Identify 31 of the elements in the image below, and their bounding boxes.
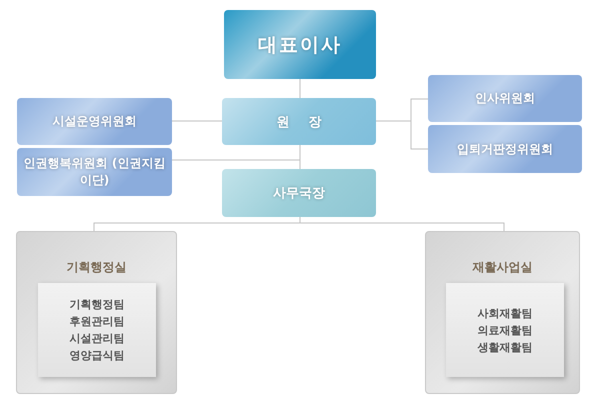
connector-line (172, 144, 300, 160)
team-name: 영양급식팀 (70, 348, 124, 364)
office-box (222, 169, 376, 217)
committee-box (17, 148, 172, 196)
connector-line (300, 216, 504, 232)
committee-name: 입퇴거판정위원회 (456, 140, 554, 158)
director-title: 대표이사 (258, 32, 342, 58)
team-list-card (38, 283, 156, 377)
team-name: 사회재활팀 (478, 306, 532, 322)
department-panel (425, 231, 580, 394)
team-name: 기획행정팀 (70, 297, 124, 313)
department-title: 재활사업실 (472, 259, 532, 276)
head-box (222, 98, 376, 145)
office-title: 사무국장 (273, 185, 325, 202)
committee-name: 시설운영위원회 (52, 113, 138, 130)
connector-line (376, 120, 428, 150)
committee-box (17, 98, 172, 145)
committee-name: 인사위원회 (474, 90, 536, 107)
head-title: 원 장 (276, 114, 322, 130)
department-panel (16, 231, 177, 394)
committee-name: 인권행복위원회 (인권지킴이단) (22, 155, 166, 189)
department-title: 기획행정실 (66, 259, 126, 276)
team-name: 의료재활팀 (478, 322, 532, 338)
director-box (224, 10, 376, 79)
committee-box (428, 125, 582, 173)
team-name: 생활재활팀 (478, 340, 532, 356)
team-name: 후원관리팀 (70, 314, 124, 330)
connector-line (172, 120, 222, 122)
team-name: 시설관리팀 (70, 331, 124, 347)
committee-box (428, 75, 582, 122)
team-list-card (446, 283, 564, 377)
